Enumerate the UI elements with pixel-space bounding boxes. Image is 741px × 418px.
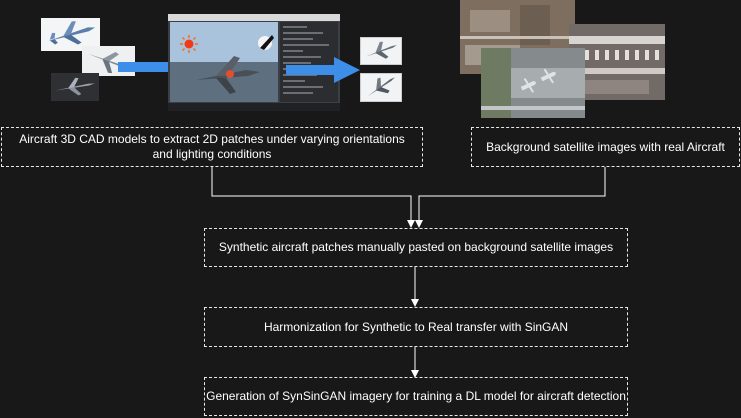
generation-box: Generation of SynSinGAN imagery for trai… <box>204 377 628 416</box>
render-engine-screenshot <box>168 14 340 111</box>
arrowhead-background <box>415 220 423 228</box>
satellite-image-2 <box>569 24 665 100</box>
synthetic-patches-label: Synthetic aircraft patches manually past… <box>218 240 614 254</box>
background-images-box: Background satellite images with real Ai… <box>471 127 740 167</box>
arrowhead-cad <box>407 220 415 228</box>
extracted-patch-1 <box>360 37 402 65</box>
harmonization-label: Harmonization for Synthetic to Real tran… <box>263 319 569 334</box>
arrowhead-harmonization <box>411 299 419 307</box>
cad-render-blue-jet <box>41 18 100 51</box>
cad-render-dark-jet <box>51 73 99 101</box>
cad-models-box: Aircraft 3D CAD models to extract 2D pat… <box>1 127 423 167</box>
generation-label: Generation of SynSinGAN imagery for trai… <box>206 389 626 403</box>
arrow-right-icon <box>286 57 360 83</box>
connector-background-to-synthetic <box>418 167 606 222</box>
background-images-label: Background satellite images with real Ai… <box>486 139 725 154</box>
harmonization-box: Harmonization for Synthetic to Real tran… <box>204 307 628 347</box>
connector-cad-to-synthetic <box>211 167 412 222</box>
light-source-icon <box>258 35 274 50</box>
cad-models-label: Aircraft 3D CAD models to extract 2D pat… <box>19 132 405 161</box>
satellite-image-3 <box>481 48 585 118</box>
synthetic-patches-box: Synthetic aircraft patches manually past… <box>204 228 628 267</box>
arrowhead-generation <box>411 370 419 378</box>
sun-icon <box>180 35 198 53</box>
extracted-patch-2 <box>360 73 402 102</box>
